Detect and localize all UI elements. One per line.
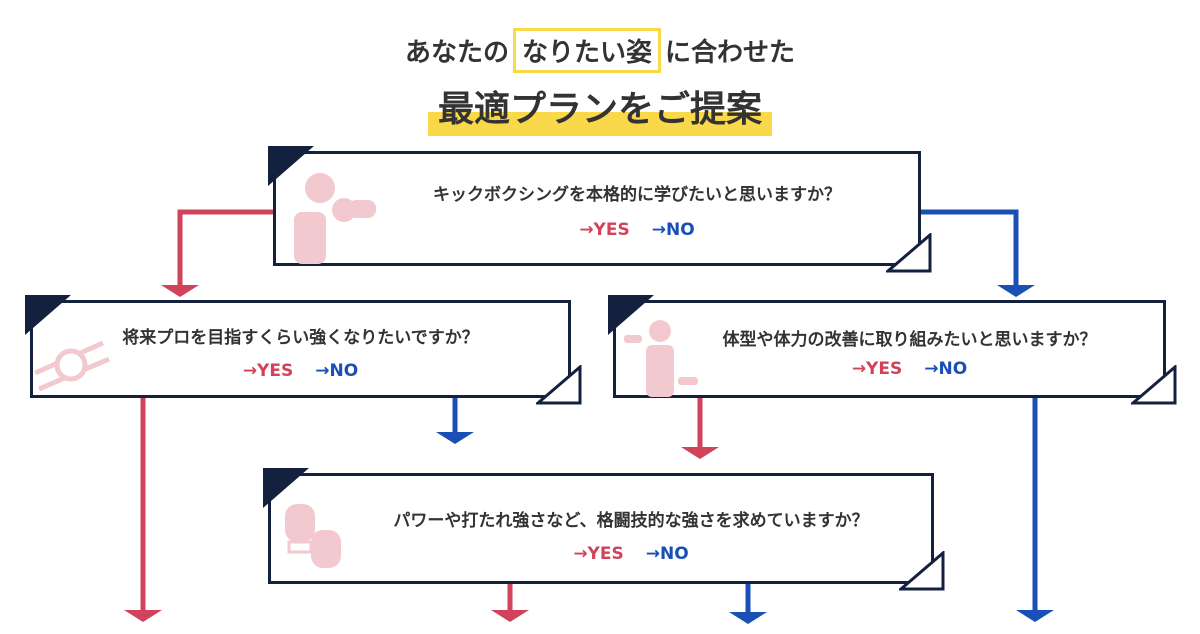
yes-option[interactable]: →YES bbox=[573, 544, 624, 564]
yes-option[interactable]: →YES bbox=[242, 361, 294, 381]
arrow-q1-yes bbox=[177, 209, 275, 285]
arrowhead bbox=[161, 285, 199, 297]
corner-decoration bbox=[536, 365, 582, 405]
champion-belt-icon bbox=[33, 340, 110, 392]
yes-option[interactable]: →YES bbox=[579, 220, 630, 240]
question-text: 体型や体力の改善に取り組みたいと思いますか？ bbox=[722, 330, 1097, 350]
no-option[interactable]: →NO bbox=[924, 359, 968, 379]
heading-pre: あなたの bbox=[404, 38, 509, 68]
corner-decoration bbox=[25, 295, 71, 335]
boxer-icon bbox=[294, 173, 376, 264]
heading-main-text: 最適プランをご提案 bbox=[437, 89, 762, 130]
dumbbell-person-icon bbox=[624, 320, 698, 397]
question-box-1: キックボクシングを本格的に学びたいと思いますか？ →YES →NO bbox=[268, 146, 932, 273]
corner-decoration bbox=[1131, 365, 1177, 405]
corner-decoration bbox=[899, 551, 945, 591]
arrow-q1-no bbox=[918, 209, 1019, 285]
no-option[interactable]: →NO bbox=[651, 220, 695, 240]
corner-decoration bbox=[263, 468, 309, 508]
arrowhead bbox=[1016, 610, 1054, 622]
question-box-2: 将来プロを目指すくらい強くなりたいですか？ →YES →NO bbox=[25, 295, 582, 405]
question-box-4: パワーや打たれ強さなど、格闘技的な強さを求めていますか？ →YES →NO bbox=[263, 468, 945, 591]
question-text: キックボクシングを本格的に学びたいと思いますか？ bbox=[433, 185, 841, 205]
arrowhead bbox=[681, 447, 719, 459]
corner-decoration bbox=[886, 233, 932, 273]
heading-line1: あなたのなりたい姿に合わせた bbox=[0, 28, 1200, 73]
question-box-3: 体型や体力の改善に取り組みたいと思いますか？ →YES →NO bbox=[608, 295, 1177, 405]
boxing-gloves-icon bbox=[285, 504, 341, 568]
question-text: 将来プロを目指すくらい強くなりたいですか？ bbox=[122, 328, 479, 348]
heading-highlight: なりたい姿 bbox=[512, 28, 661, 73]
yes-option[interactable]: →YES bbox=[851, 359, 903, 379]
heading-post: に合わせた bbox=[665, 38, 796, 68]
question-text: パワーや打たれ強さなど、格闘技的な強さを求めていますか？ bbox=[393, 511, 869, 531]
heading-main: 最適プランをご提案 bbox=[427, 80, 773, 136]
arrowhead bbox=[491, 610, 529, 622]
no-option[interactable]: →NO bbox=[315, 361, 359, 381]
arrowhead bbox=[729, 612, 767, 624]
arrowhead bbox=[124, 610, 162, 622]
arrowhead bbox=[997, 285, 1035, 297]
corner-decoration bbox=[608, 295, 654, 335]
no-option[interactable]: →NO bbox=[645, 544, 689, 564]
arrowhead bbox=[436, 432, 474, 444]
corner-decoration bbox=[268, 146, 314, 186]
